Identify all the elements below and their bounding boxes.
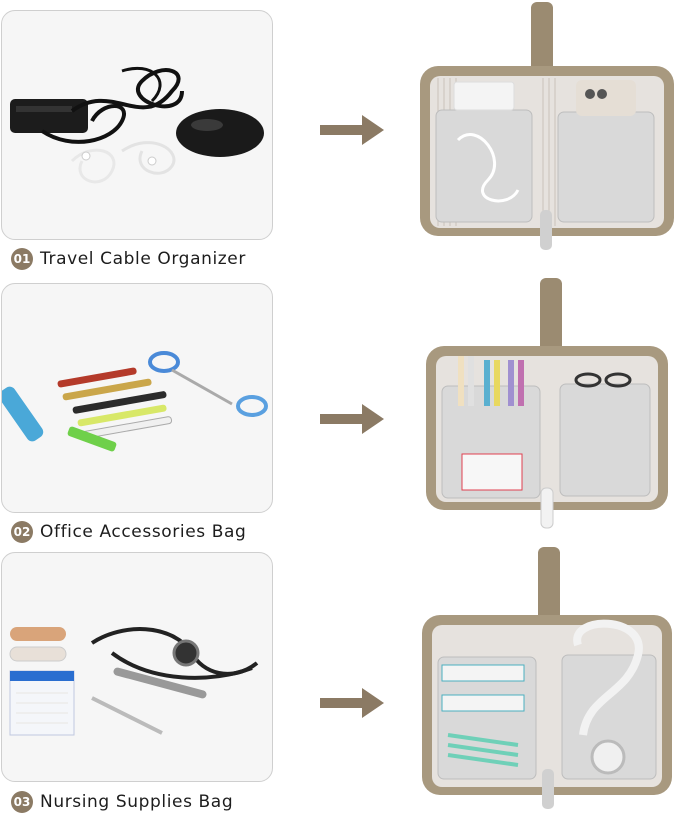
nursing-bag-photo xyxy=(418,545,676,813)
right-arrow-icon xyxy=(320,404,384,434)
bag-handle xyxy=(531,2,553,82)
caption-2: 02 Office Accessories Bag xyxy=(11,520,246,544)
zipper-pull xyxy=(540,210,552,250)
phone xyxy=(576,80,636,116)
power-bank xyxy=(453,81,515,111)
right-arrow-icon xyxy=(320,688,384,718)
cutter xyxy=(2,386,44,442)
cable-icon xyxy=(70,68,184,113)
bag-handle xyxy=(540,278,562,366)
bag-handle xyxy=(538,547,560,637)
number-badge: 02 xyxy=(11,521,33,543)
cable-items-photo xyxy=(1,10,273,240)
caption-1: 01 Travel Cable Organizer xyxy=(11,247,246,271)
zipper-pull xyxy=(542,769,554,809)
pen-icon xyxy=(57,367,137,388)
office-bag-photo xyxy=(418,276,676,536)
cable-bag-photo xyxy=(418,0,676,262)
caption-label: Travel Cable Organizer xyxy=(40,249,246,269)
mouse-icon xyxy=(176,109,264,157)
caption-3: 03 Nursing Supplies Bag xyxy=(11,790,233,814)
office-items-photo xyxy=(1,283,273,513)
scissors-icon xyxy=(148,351,268,417)
stethoscope-icon xyxy=(90,627,259,680)
nursing-items-photo xyxy=(1,552,273,782)
number-badge: 03 xyxy=(11,791,33,813)
bandage-icon xyxy=(10,627,66,641)
zipper-pull xyxy=(540,487,554,529)
right-arrow-icon xyxy=(320,115,384,145)
caption-label: Nursing Supplies Bag xyxy=(40,792,234,812)
number-badge: 01 xyxy=(11,248,33,270)
power-adapter xyxy=(10,99,88,133)
caption-label: Office Accessories Bag xyxy=(40,522,247,542)
